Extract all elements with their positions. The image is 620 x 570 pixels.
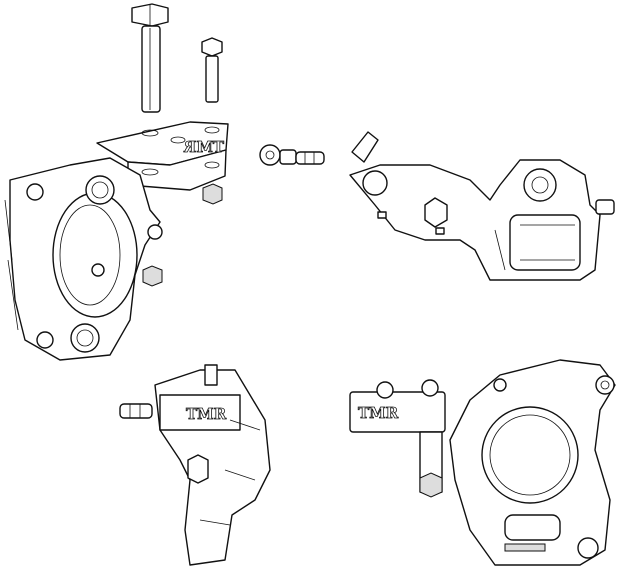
bracket-marking-front: TMR <box>358 404 399 422</box>
rear-view <box>349 131 615 281</box>
nuts <box>142 183 223 287</box>
bracket-marking-mirrored: TMR <box>183 138 224 156</box>
exploded-view: TMR <box>4 3 325 361</box>
bracket: TMR <box>96 121 229 191</box>
long-bolt <box>131 3 169 113</box>
knuckle-exploded <box>4 157 163 361</box>
short-bolt <box>201 37 223 103</box>
fitting <box>259 144 325 166</box>
front-view: TMR <box>349 359 616 566</box>
bracket-marking-side: TMR <box>186 405 227 423</box>
side-view: TMR <box>119 364 271 566</box>
